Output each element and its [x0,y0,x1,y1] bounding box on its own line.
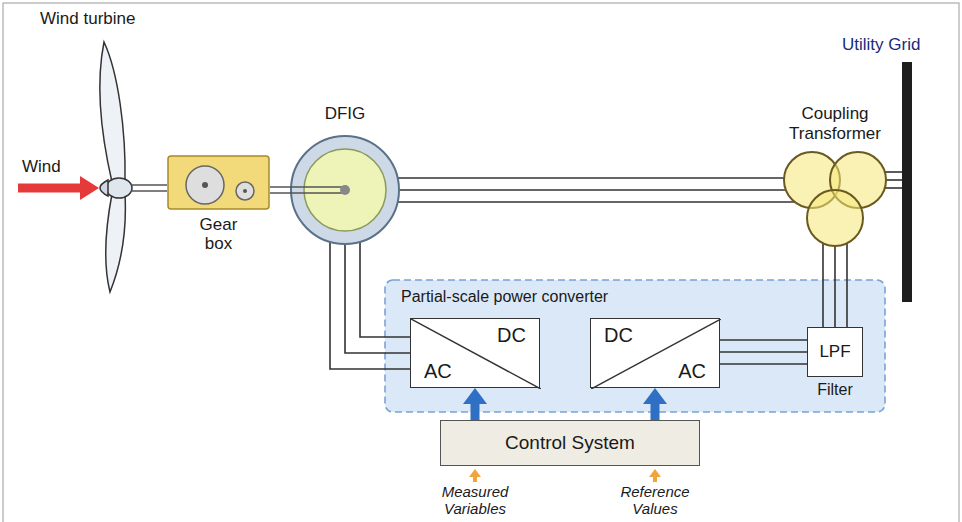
gearbox-label: Gear box [194,215,244,253]
converter-box: DC AC [590,318,720,388]
input-label: Measured Variables [430,484,520,517]
grid-bus-bar [902,62,912,302]
gearbox: Gear box [167,155,270,260]
filter-block: LPF Filter [807,327,863,403]
control-arrow [643,388,667,420]
filter-label: Filter [807,380,863,399]
control-label: Control System [505,432,635,455]
converter-side-label: DC [604,324,633,346]
connector-line [720,339,807,341]
grid-label: Utility Grid [842,36,958,55]
connector-line [398,201,795,203]
input-label: Reference Values [610,484,700,517]
connector-line [398,177,784,179]
connector-line [834,246,836,327]
arrow-head [643,388,667,404]
transformer-label: Coupling Transformer [778,104,892,143]
converter-group-ground [385,280,885,412]
three-phase-wire [398,178,795,202]
generator-label: DFIG [290,104,400,124]
connector-line [330,242,410,369]
input-arrow [469,469,661,482]
three-phase-wire [823,243,847,327]
connector-line [720,363,807,365]
wind-arrow [18,176,99,200]
transformer-symbol: Coupling Transformer [778,104,892,248]
wind-turbine-rotor [100,42,132,292]
frame [3,3,959,522]
arrow-head [463,388,487,404]
gearbox-body [167,155,270,210]
connector-line [720,351,807,353]
converter-group: Partial-scale power converterDC AC DC AC LPF… [385,280,885,412]
connector-line [399,189,786,191]
converter-side-label: DC [497,324,526,346]
turbine-label: Wind turbine [40,10,170,29]
converter-side-label: AC [678,360,706,382]
connector-line [822,243,824,327]
three-phase-wire [720,340,807,364]
group-label: Partial-scale power converter [385,280,608,306]
generator-symbol [290,104,400,245]
connector-line [471,402,480,420]
filter-box: LPF [807,327,863,377]
converter-side-label: AC [424,360,452,382]
wind-label: Wind [22,158,82,177]
generator-circle: DFIG [290,104,400,245]
connector-line [846,243,848,327]
converter-box: DC AC [410,318,540,388]
filter-box-label: LPF [819,343,850,362]
control-arrow [463,388,487,420]
three-phase-wire [330,242,410,369]
connector-line [651,402,660,420]
control-box: Control System [440,420,700,466]
